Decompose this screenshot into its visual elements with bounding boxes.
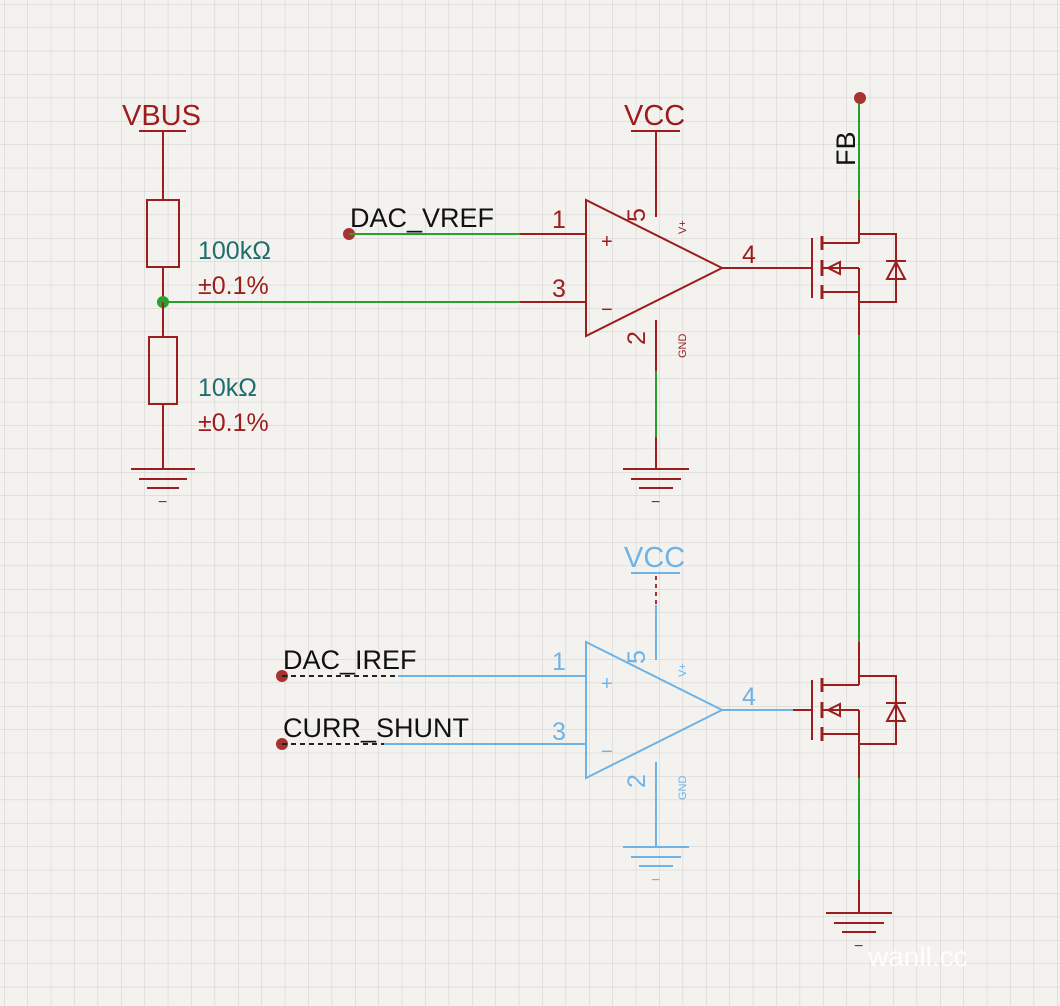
curr-shunt-label: CURR_SHUNT <box>283 713 469 743</box>
opamp-lower[interactable]: + − 1 3 4 5 2 V+ GND <box>552 640 793 801</box>
vbus-supply[interactable]: VBUS <box>122 100 201 200</box>
mosfet-lower-diode <box>885 701 907 722</box>
opamp-lower-vplus-label: V+ <box>677 663 689 677</box>
fb-port[interactable] <box>854 92 866 104</box>
ground-divider-mark: − <box>158 494 167 511</box>
opamp-upper-pin3: 3 <box>552 275 566 303</box>
mosfet-upper-diode-frame <box>859 233 897 303</box>
opamp-lower-plus: + <box>601 673 613 695</box>
opamp-upper-pin4: 4 <box>742 241 756 269</box>
resistor-100k[interactable]: 100kΩ ±0.1% <box>146 199 271 302</box>
opamp-lower-pin4: 4 <box>742 683 756 711</box>
fb-label: FB <box>831 131 861 166</box>
lower-circuit: VCC DAC_IREF CURR_SHUNT + − 1 3 4 <box>276 542 907 955</box>
opamp-lower-gnd-label: GND <box>677 776 689 801</box>
mosfet-lower[interactable] <box>793 642 907 778</box>
vcc-upper[interactable]: VCC <box>624 100 685 217</box>
opamp-lower-pin5: 5 <box>623 650 651 664</box>
dac-iref-label: DAC_IREF <box>283 645 417 675</box>
opamp-upper[interactable]: + − 1 3 4 5 2 V+ GND <box>552 198 793 359</box>
opamp-upper-pin5: 5 <box>623 208 651 222</box>
vbus-label: VBUS <box>122 100 201 132</box>
resistor-100k-value: 100kΩ <box>198 237 271 265</box>
opamp-upper-body <box>585 198 725 338</box>
opamp-upper-plus: + <box>601 231 613 253</box>
resistor-100k-tolerance: ±0.1% <box>198 272 269 300</box>
ground-divider[interactable]: − <box>131 468 195 511</box>
vcc-upper-label: VCC <box>624 100 685 132</box>
opamp-upper-minus: − <box>601 299 613 321</box>
resistor-10k-value: 10kΩ <box>198 374 257 402</box>
watermark: wanll.cc <box>867 941 968 972</box>
dac-vref-net[interactable]: DAC_VREF <box>343 203 586 240</box>
mosfet-upper-diode <box>885 259 907 280</box>
opamp-lower-body <box>585 640 725 780</box>
opamp-upper-vplus-label: V+ <box>677 220 689 234</box>
vcc-lower-label: VCC <box>624 542 685 574</box>
opamp-lower-pin2: 2 <box>623 774 651 788</box>
ground-opamp-lower[interactable]: − <box>623 762 689 889</box>
curr-shunt-net[interactable]: CURR_SHUNT <box>276 713 586 750</box>
upper-circuit: VBUS 100kΩ ±0.1% 10kΩ ±0.1% − <box>122 92 907 642</box>
dac-iref-net[interactable]: DAC_IREF <box>276 645 586 682</box>
opamp-lower-pin3: 3 <box>552 718 566 746</box>
opamp-upper-pin1: 1 <box>552 206 566 234</box>
vcc-lower[interactable]: VCC <box>624 542 685 660</box>
opamp-upper-pin2: 2 <box>623 331 651 345</box>
ground-opamp-lower-mark: − <box>651 872 660 889</box>
mosfet-upper[interactable] <box>793 200 907 335</box>
mosfet-lower-arrow <box>825 702 841 718</box>
ground-opamp-upper-mark: − <box>651 494 660 511</box>
resistor-10k[interactable]: 10kΩ ±0.1% <box>148 302 269 469</box>
resistor-10k-tolerance: ±0.1% <box>198 409 269 437</box>
ground-mosfet[interactable]: − <box>826 912 892 955</box>
mosfet-upper-arrow <box>825 260 841 276</box>
opamp-upper-gnd-label: GND <box>677 334 689 359</box>
ground-opamp-upper[interactable]: − <box>623 320 689 511</box>
opamp-lower-minus: − <box>601 741 613 763</box>
dac-vref-label: DAC_VREF <box>350 203 494 233</box>
mosfet-lower-diode-frame <box>859 675 897 745</box>
ground-mosfet-mark: − <box>854 938 863 955</box>
fb-net[interactable]: FB <box>831 92 866 200</box>
opamp-lower-pin1: 1 <box>552 648 566 676</box>
